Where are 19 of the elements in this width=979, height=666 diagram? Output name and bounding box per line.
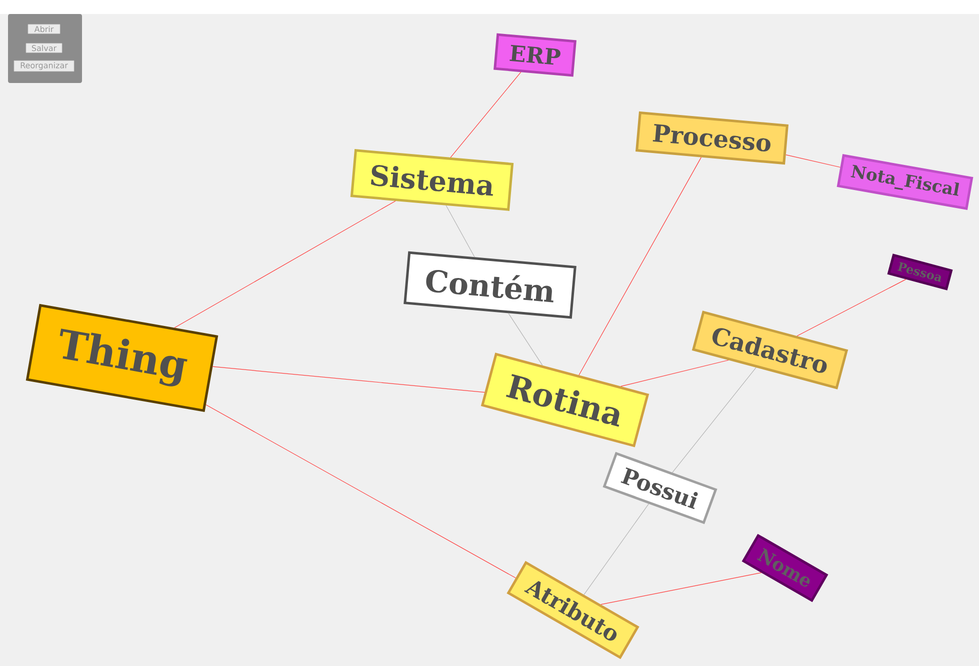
connector-line <box>584 504 649 595</box>
connector-line <box>174 200 396 328</box>
connector-line <box>578 157 702 376</box>
concept-box: Contém <box>404 251 576 319</box>
connector-line <box>600 572 762 605</box>
connector-line <box>672 367 756 473</box>
connector-line <box>620 360 729 387</box>
button: Abrir <box>28 24 60 34</box>
concept-box: ERP <box>494 33 576 77</box>
button: Reorganizar <box>14 60 74 72</box>
connector-line <box>450 72 522 158</box>
button: Salvar <box>26 43 62 53</box>
connector-line <box>786 154 841 168</box>
concept-box: Sistema <box>350 149 514 211</box>
connector-line <box>212 366 485 393</box>
connector-line <box>508 312 543 366</box>
connector-line <box>446 205 475 258</box>
connector-line <box>206 404 516 578</box>
connector-line <box>796 279 906 336</box>
